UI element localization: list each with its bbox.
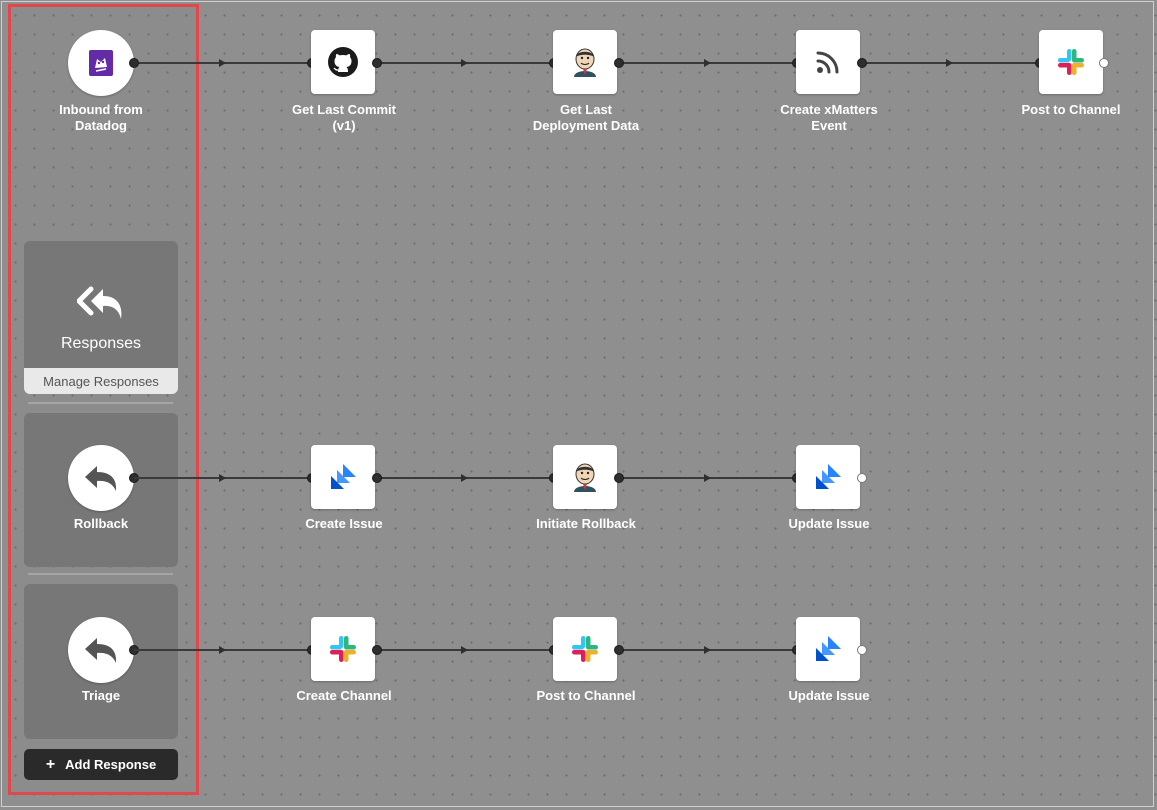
output-port-open[interactable] xyxy=(857,645,867,655)
step-label: Get Last Commit (v1) xyxy=(264,102,424,134)
flow-arrow xyxy=(461,646,468,654)
flow-arrow xyxy=(219,646,226,654)
step-label: Create Channel xyxy=(296,688,392,703)
step-label: Update Issue xyxy=(788,516,870,531)
trigger-label-line1: Inbound from xyxy=(59,102,143,117)
reply-all-icon xyxy=(77,286,122,319)
datadog-icon xyxy=(89,50,113,76)
jenkins-step-node[interactable] xyxy=(553,445,617,509)
step-label: Create Issue xyxy=(305,516,383,531)
step-label-line1: Get Last xyxy=(559,102,612,117)
output-port-open[interactable] xyxy=(1099,58,1109,68)
slack-step-node[interactable] xyxy=(311,617,375,681)
jira-icon xyxy=(816,636,841,661)
add-response-button[interactable]: + Add Response xyxy=(24,749,178,780)
datadog-trigger-node[interactable] xyxy=(68,30,134,96)
flow-arrow xyxy=(946,59,953,67)
flow-arrow xyxy=(219,474,226,482)
slack-step-node[interactable] xyxy=(1039,30,1103,94)
step-label: Initiate Rollback xyxy=(536,516,636,531)
step-label: Post to Channel xyxy=(991,102,1151,118)
xmatters-step-node[interactable] xyxy=(796,30,860,94)
output-port[interactable] xyxy=(857,58,867,68)
flow-arrow xyxy=(704,474,711,482)
jira-icon xyxy=(331,464,356,489)
flow-arrow xyxy=(219,59,226,67)
output-port[interactable] xyxy=(372,58,382,68)
step-label-line2: Deployment Data xyxy=(532,118,640,133)
step-label: Get Last Deployment Data xyxy=(506,102,666,134)
jira-step-node[interactable] xyxy=(796,445,860,509)
add-response-label: Add Response xyxy=(65,757,157,772)
card-divider xyxy=(28,573,173,575)
slack-icon xyxy=(1058,49,1084,75)
jenkins-icon xyxy=(574,48,596,77)
github-icon xyxy=(328,47,358,77)
output-port[interactable] xyxy=(129,58,139,68)
trigger-label-line2: Datadog xyxy=(75,118,127,133)
triage-trigger-node[interactable] xyxy=(68,617,134,683)
step-label-line1: Create xMatters xyxy=(780,102,878,117)
flow-arrow xyxy=(461,474,468,482)
triage-label: Triage xyxy=(81,688,121,703)
step-label-line1: Get Last Commit xyxy=(291,102,396,117)
step-label: Update Issue xyxy=(788,688,870,703)
plus-icon: + xyxy=(45,755,56,773)
responses-title: Responses xyxy=(60,335,142,352)
output-port[interactable] xyxy=(614,58,624,68)
step-label: Create xMatters Event xyxy=(749,102,909,134)
rollback-trigger-node[interactable] xyxy=(68,445,134,511)
responses-card: Responses Manage Responses xyxy=(24,241,178,394)
flow-arrow xyxy=(704,59,711,67)
output-port[interactable] xyxy=(614,645,624,655)
output-port[interactable] xyxy=(614,473,624,483)
manage-responses-button[interactable]: Manage Responses xyxy=(24,368,178,394)
rss-icon xyxy=(816,51,839,74)
jira-icon xyxy=(816,464,841,489)
reply-icon xyxy=(85,466,117,491)
output-port-open[interactable] xyxy=(857,473,867,483)
flow-arrow xyxy=(704,646,711,654)
jira-step-node[interactable] xyxy=(796,617,860,681)
github-step-node[interactable] xyxy=(311,30,375,94)
slack-icon xyxy=(330,636,356,662)
output-port[interactable] xyxy=(372,645,382,655)
reply-icon xyxy=(85,638,117,663)
jira-step-node[interactable] xyxy=(311,445,375,509)
card-divider xyxy=(28,402,173,404)
rollback-label: Rollback xyxy=(73,516,129,531)
trigger-label: Inbound from Datadog xyxy=(21,102,181,134)
slack-step-node[interactable] xyxy=(553,617,617,681)
flow-arrow xyxy=(461,59,468,67)
step-label: Post to Channel xyxy=(536,688,636,703)
output-port[interactable] xyxy=(372,473,382,483)
jenkins-icon xyxy=(574,463,596,492)
slack-icon xyxy=(572,636,598,662)
jenkins-step-node[interactable] xyxy=(553,30,617,94)
step-label-line1: Post to Channel xyxy=(1021,102,1121,117)
step-label-line2: Event xyxy=(811,118,847,133)
step-label-line2: (v1) xyxy=(332,118,356,133)
